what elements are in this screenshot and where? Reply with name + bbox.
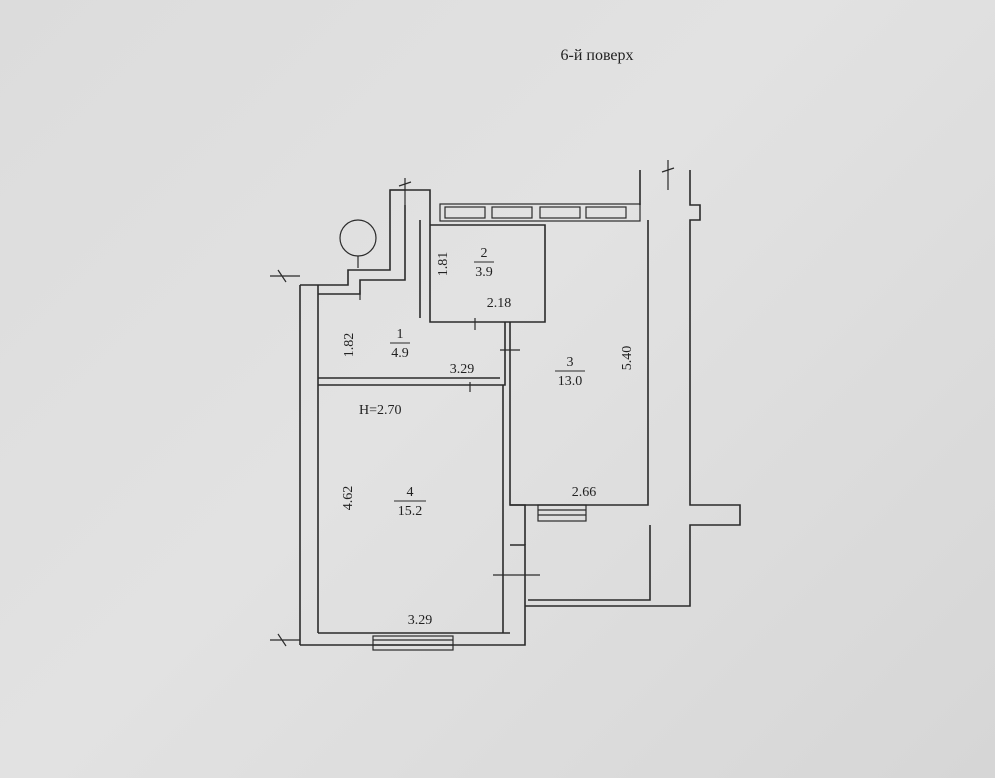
room-3: 3 13.0 <box>555 355 585 389</box>
room1-height-dim: 1.82 <box>342 333 357 358</box>
room2-height-dim: 1.81 <box>436 252 451 277</box>
room2-width-dim: 2.18 <box>487 296 512 311</box>
room1-width-dim: 3.29 <box>450 362 475 377</box>
ceiling-height: H=2.70 <box>359 403 402 418</box>
room3-height-dim: 5.40 <box>620 346 635 371</box>
walls <box>270 160 741 651</box>
floor-title: 6-й поверх <box>560 47 633 64</box>
room-2: 2 3.9 <box>474 246 494 280</box>
room-number: 3 <box>567 355 574 370</box>
room-area: 3.9 <box>475 265 493 280</box>
room4-height-dim: 4.62 <box>341 486 356 511</box>
room-number: 4 <box>407 485 414 500</box>
room-area: 4.9 <box>391 346 409 361</box>
room4-width-dim: 3.29 <box>408 613 433 628</box>
room-area: 13.0 <box>558 374 583 389</box>
room-area: 15.2 <box>398 504 423 519</box>
room-number: 2 <box>481 246 488 261</box>
room-1: 1 4.9 <box>390 327 410 361</box>
room3-width-dim: 2.66 <box>572 485 597 500</box>
room-number: 1 <box>397 327 404 342</box>
room-4: 4 15.2 <box>394 485 426 519</box>
